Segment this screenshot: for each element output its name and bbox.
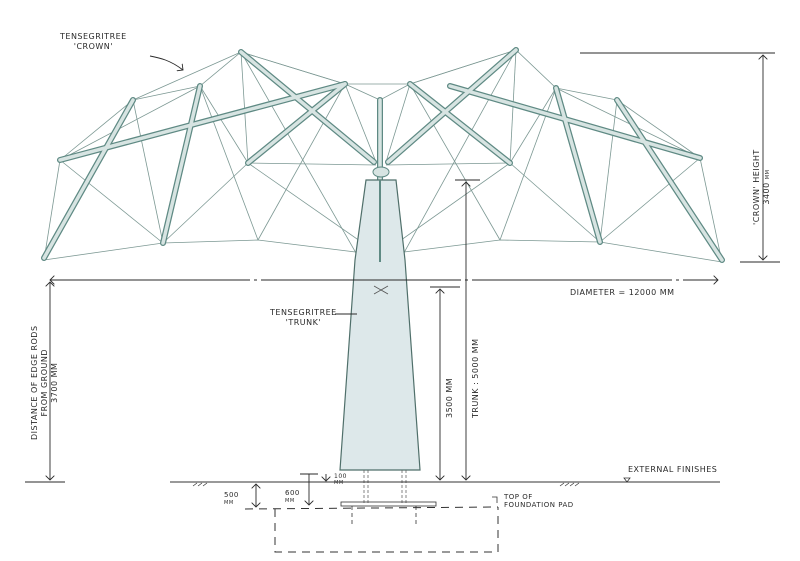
edge-rods-line2: FROM GROUND: [40, 348, 49, 417]
diameter-label: DIAMETER = 12000 mm: [570, 288, 675, 297]
crown-label: TENSEGRITREE 'CROWN': [60, 32, 127, 52]
crown-height-unit: mm: [765, 169, 771, 180]
crown-height-label: 'CROWN' HEIGHT 3400 mm: [752, 149, 772, 225]
dim-500-label: 500 mm: [224, 490, 239, 506]
crown-label-line2: 'CROWN': [73, 42, 113, 51]
crown-height-line1: 'CROWN' HEIGHT: [752, 149, 761, 225]
dim-600-label: 600 mm: [285, 488, 300, 504]
trunk-label-line1: TENSEGRITREE: [270, 308, 337, 317]
dim-3500-label: 3500 mm: [445, 377, 454, 418]
crown-height-line2: 3400 mm: [762, 149, 772, 225]
ground-and-foundation: [170, 477, 720, 553]
dimension-lines: [25, 52, 780, 507]
dim-100-unit: mm: [334, 480, 344, 486]
dim-100-value: 100: [334, 473, 347, 480]
foundation-label: TOP OF FOUNDATION PAD: [504, 493, 574, 509]
crown-label-line1: TENSEGRITREE: [60, 32, 127, 41]
trunk-height-label: TRUNK : 5000 mm: [471, 338, 480, 418]
dim-600-unit: mm: [285, 498, 295, 504]
crown-struts: [41, 47, 725, 263]
edge-rods-line1: DISTANCE OF EDGE RODS: [30, 325, 39, 440]
dim-100-label: 100 mm: [334, 473, 347, 486]
dim-600-value: 600: [285, 489, 300, 497]
edge-rods-label: DISTANCE OF EDGE RODS FROM GROUND 3700 m…: [30, 325, 60, 440]
foundation-line1: TOP OF: [504, 493, 533, 501]
dim-500-value: 500: [224, 491, 239, 499]
crown-height-value: 3400: [762, 182, 771, 205]
trunk-label-line2: 'TRUNK': [285, 318, 322, 327]
edge-rods-line3: 3700 mm: [50, 362, 59, 403]
trunk-label: TENSEGRITREE 'TRUNK': [270, 308, 337, 328]
external-finishes-label: EXTERNAL FINISHES: [628, 465, 718, 474]
trunk: [339, 166, 421, 505]
dim-500-unit: mm: [224, 500, 234, 506]
foundation-line2: FOUNDATION PAD: [504, 501, 574, 509]
